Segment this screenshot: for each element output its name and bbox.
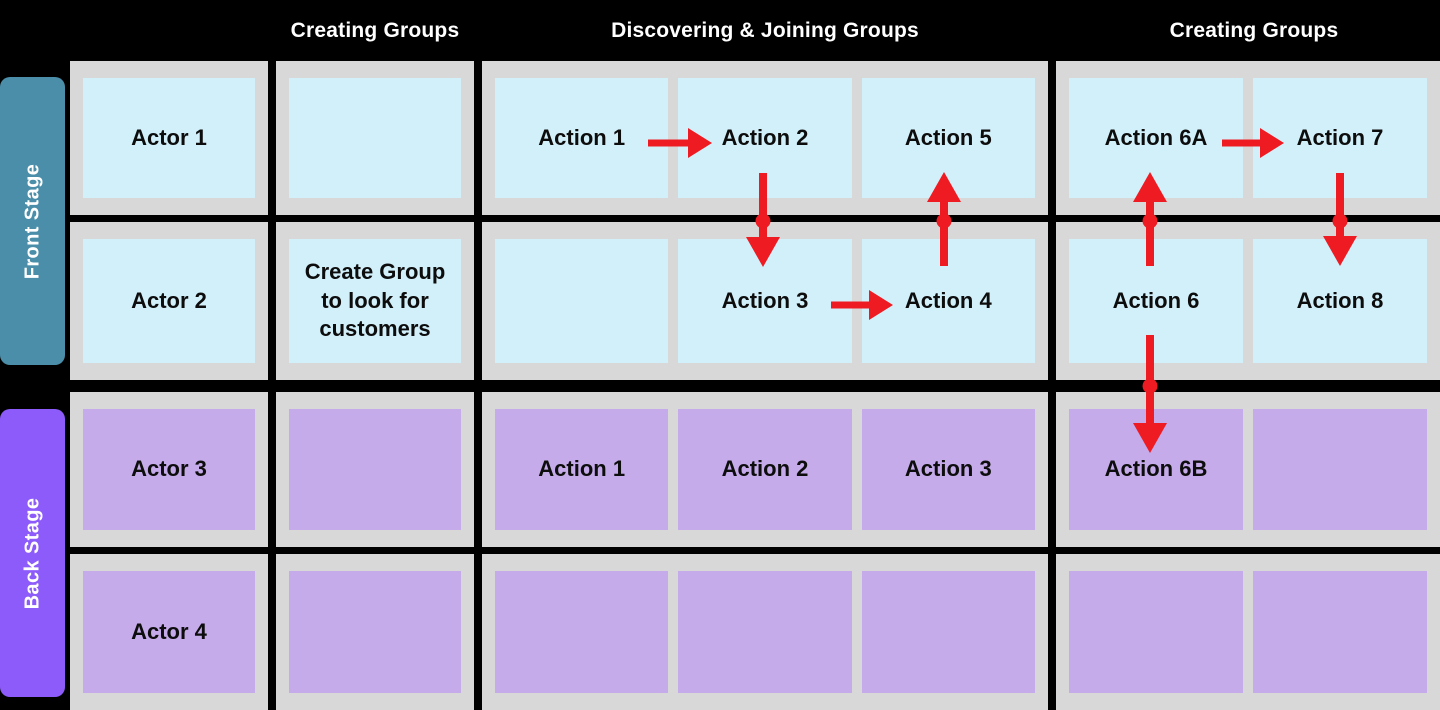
cell-row1-col4: Action 6A Action 7 xyxy=(1056,61,1440,215)
stage-bar-front-stage: Front Stage xyxy=(0,77,65,365)
box-label: Action 5 xyxy=(904,124,992,150)
box-label: Action 3 xyxy=(904,456,992,482)
box-action-3: Action 3 xyxy=(678,239,852,363)
box-label: Action 1 xyxy=(538,456,626,482)
box-actor-2: Actor 2 xyxy=(83,239,255,363)
stage-bar-back-stage: Back Stage xyxy=(0,409,65,697)
box-empty xyxy=(1253,571,1427,693)
box-actor-3: Actor 3 xyxy=(83,409,255,530)
box-label: Action 7 xyxy=(1296,124,1384,150)
cell-row3-col2 xyxy=(276,392,474,547)
cell-row3-col1: Actor 3 xyxy=(70,392,268,547)
box-action-6: Action 6 xyxy=(1069,239,1243,363)
box-empty xyxy=(495,239,669,363)
cell-row4-col3 xyxy=(482,554,1048,710)
box-action-4: Action 4 xyxy=(861,239,1035,363)
cell-row3-col4: Action 6B xyxy=(1056,392,1440,547)
box-action-8: Action 8 xyxy=(1253,239,1427,363)
box-label: Action 6A xyxy=(1104,124,1208,150)
box-action-1: Action 1 xyxy=(495,78,669,198)
box-label: Actor 4 xyxy=(131,618,207,644)
box-label: Action 4 xyxy=(904,287,992,313)
box-actor-4: Actor 4 xyxy=(83,571,255,693)
box-label: Action 8 xyxy=(1296,287,1384,313)
box-actor-1: Actor 1 xyxy=(83,78,255,198)
header-label-discovering-joining-groups-2: Discovering & Joining Groups xyxy=(611,18,919,42)
box-label: Create Group to look for customers xyxy=(304,259,446,342)
box-empty xyxy=(495,571,669,693)
box-action-6a: Action 6A xyxy=(1069,78,1243,198)
stage-label-back-stage: Back Stage xyxy=(21,497,43,609)
box-empty xyxy=(861,571,1035,693)
box-action-7: Action 7 xyxy=(1253,78,1427,198)
box-label: Actor 2 xyxy=(131,287,207,313)
box-label: Action 2 xyxy=(721,456,809,482)
cell-row2-col1: Actor 2 xyxy=(70,222,268,380)
box-action-6b: Action 6B xyxy=(1069,409,1243,530)
box-label: Action 6B xyxy=(1104,456,1208,482)
box-empty xyxy=(289,409,461,530)
box-action-5: Action 5 xyxy=(861,78,1035,198)
box-label: Action 3 xyxy=(721,287,809,313)
box-action-2: Action 2 xyxy=(678,409,852,530)
box-empty xyxy=(1069,571,1243,693)
box-action-2: Action 2 xyxy=(678,78,852,198)
cell-row3-col3: Action 1 Action 2 Action 3 xyxy=(482,392,1048,547)
box-label: Action 2 xyxy=(721,124,809,150)
box-empty xyxy=(289,78,461,198)
cell-row2-col2: Create Group to look for customers xyxy=(276,222,474,380)
cell-row4-col4 xyxy=(1056,554,1440,710)
box-create-group-to-look-for-customers: Create Group to look for customers xyxy=(289,239,461,363)
box-empty xyxy=(678,571,852,693)
cell-row4-col2 xyxy=(276,554,474,710)
box-action-3: Action 3 xyxy=(861,409,1035,530)
header-label-creating-groups-3: Creating Groups xyxy=(1169,18,1339,42)
box-label: Action 1 xyxy=(538,124,626,150)
cell-row4-col1: Actor 4 xyxy=(70,554,268,710)
box-empty xyxy=(289,571,461,693)
box-label: Actor 3 xyxy=(131,456,207,482)
cell-row1-col3: Action 1 Action 2 Action 5 xyxy=(482,61,1048,215)
box-label: Actor 1 xyxy=(131,124,207,150)
box-empty xyxy=(1253,409,1427,530)
stage-label-front-stage: Front Stage xyxy=(21,163,44,279)
cell-row1-col1: Actor 1 xyxy=(70,61,268,215)
box-action-1: Action 1 xyxy=(495,409,669,530)
cell-row1-col2 xyxy=(276,61,474,215)
header-label-creating-groups-1: Creating Groups xyxy=(290,18,460,42)
cell-row2-col4: Action 6 Action 8 xyxy=(1056,222,1440,380)
box-label: Action 6 xyxy=(1112,287,1200,313)
cell-row2-col3: Action 3 Action 4 xyxy=(482,222,1048,380)
